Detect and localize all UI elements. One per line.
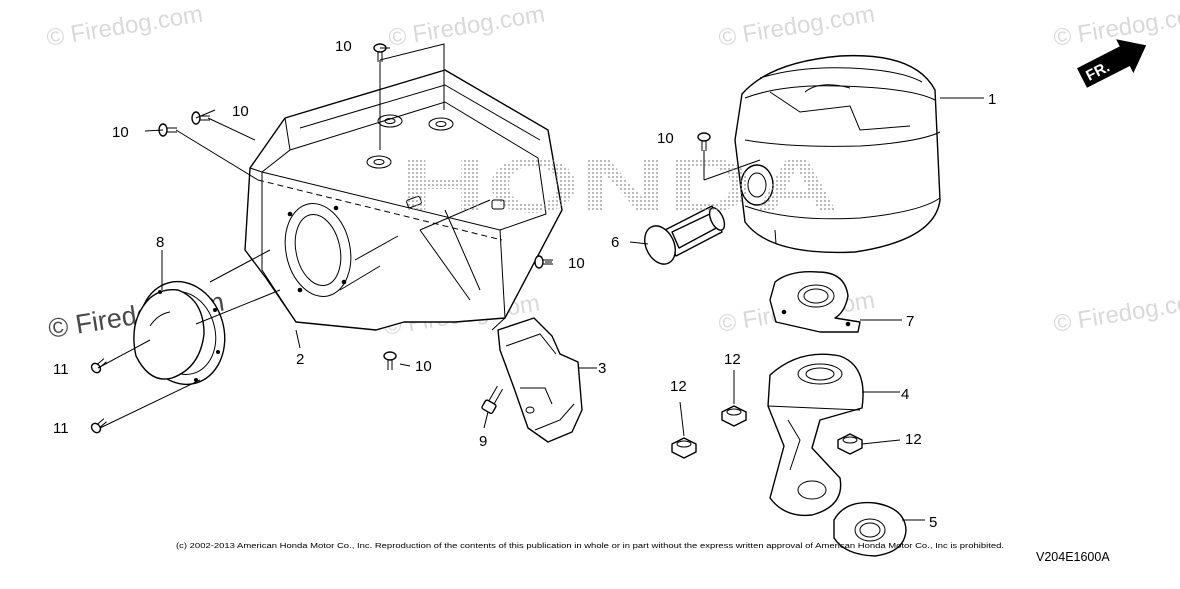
watermark-text: © Firedog.com	[1052, 1, 1180, 52]
nut-12	[671, 437, 697, 459]
copyright-notice: (c) 2002-2013 American Honda Motor Co., …	[176, 541, 1004, 550]
callout-8: 8	[156, 234, 164, 251]
muffler-gasket	[769, 271, 861, 333]
bolt-9	[481, 385, 504, 415]
callout-6: 6	[611, 234, 619, 251]
callout-10: 10	[335, 38, 352, 55]
diagram-code: V204E1600A	[1036, 550, 1110, 564]
callout-numbers: 1 2 3 4 5 6 7 8 9 10 10 10 10 10 10 11 1…	[53, 38, 996, 531]
muffler-bracket	[497, 317, 583, 443]
screw-11	[90, 358, 107, 374]
callout-12: 12	[724, 351, 741, 368]
callout-11: 11	[53, 361, 69, 378]
leader-lines	[97, 43, 984, 521]
callout-12: 12	[905, 431, 922, 448]
callout-4: 4	[901, 386, 909, 403]
watermark-text: © Firedog.com	[45, 1, 205, 52]
callout-5: 5	[929, 514, 937, 531]
brand-watermark: HONDA	[400, 141, 840, 229]
screw-10	[383, 351, 397, 370]
nut-12	[721, 405, 747, 427]
spark-arrester	[644, 205, 726, 265]
callout-10: 10	[415, 358, 432, 375]
callout-10: 10	[232, 103, 249, 120]
exhaust-end-cap	[133, 280, 226, 386]
front-direction-arrow: FR.	[1077, 39, 1147, 88]
callout-2: 2	[296, 351, 304, 368]
exhaust-gasket	[833, 501, 907, 557]
callout-1: 1	[988, 91, 996, 108]
screw-10	[191, 111, 210, 125]
screw-11	[90, 418, 107, 434]
callout-10: 10	[568, 255, 585, 272]
callout-9: 9	[479, 433, 487, 450]
muffler	[734, 54, 941, 254]
callout-12: 12	[670, 378, 687, 395]
watermark-text: © Firedog.com	[387, 1, 547, 52]
callout-3: 3	[598, 360, 606, 377]
callout-11: 11	[53, 420, 69, 437]
screw-10	[534, 255, 553, 269]
callout-10: 10	[657, 130, 674, 147]
muffler-protector	[244, 69, 563, 331]
callout-10: 10	[112, 124, 129, 141]
callout-7: 7	[906, 313, 914, 330]
exhaust-pipe	[767, 353, 864, 517]
screw-10	[697, 132, 711, 151]
watermark-text: © Firedog.com	[717, 1, 877, 52]
watermark-text: © Firedog.com	[1052, 287, 1180, 338]
fasteners	[90, 43, 863, 459]
nut-12	[837, 433, 863, 455]
